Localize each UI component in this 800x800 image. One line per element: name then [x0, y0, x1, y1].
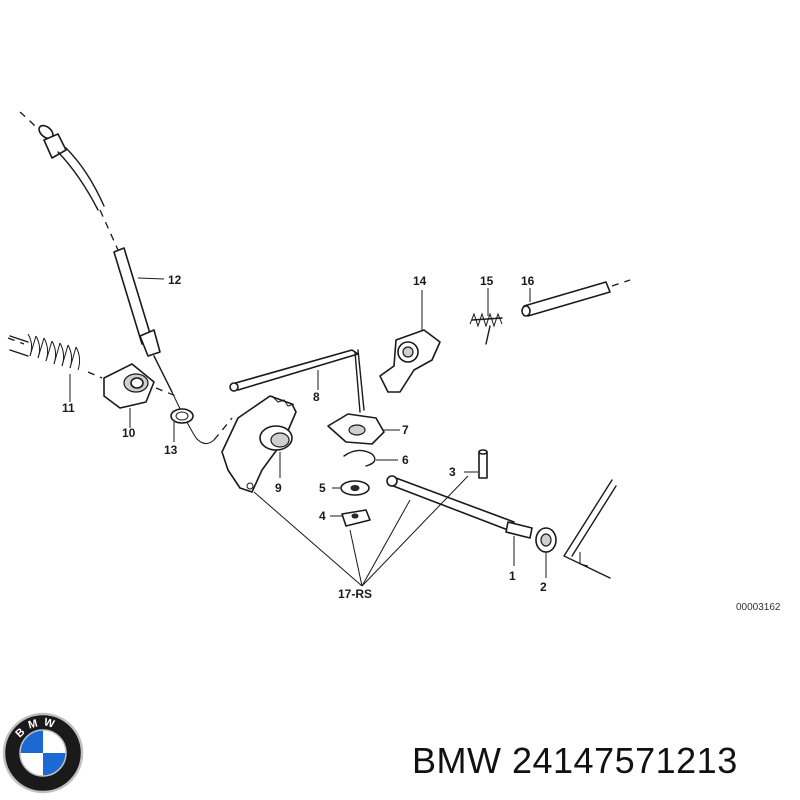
spring-15	[469, 312, 503, 345]
pin-3	[478, 449, 488, 479]
bmw-logo: BMW	[2, 712, 84, 794]
callout-12: 12	[168, 273, 182, 287]
callout-6: 6	[402, 453, 409, 467]
callout-14: 14	[413, 274, 427, 288]
bracket-7	[327, 413, 385, 445]
washer-5	[340, 480, 370, 496]
callout-3: 3	[449, 465, 456, 479]
callout-17-rs: 17-RS	[338, 587, 372, 601]
callout-9: 9	[275, 481, 282, 495]
callout-4: 4	[319, 509, 326, 523]
cable-assembly	[19, 111, 233, 444]
lever-14	[379, 329, 441, 393]
callout-15: 15	[480, 274, 494, 288]
callout-7: 7	[402, 423, 409, 437]
shaft-1	[386, 475, 533, 539]
rod	[229, 349, 365, 413]
callout-11: 11	[62, 401, 75, 415]
pin-16	[521, 279, 631, 317]
part-number-label: BMW 24147571213	[412, 740, 738, 781]
callout-10: 10	[122, 426, 136, 440]
callout-2: 2	[540, 580, 547, 594]
callout-5: 5	[319, 481, 326, 495]
diagram-id: 00003162	[736, 602, 781, 613]
bushing-2	[535, 527, 557, 553]
clip-6	[343, 449, 376, 467]
callout-8: 8	[313, 390, 320, 404]
lever-plate	[221, 395, 297, 493]
callout-16: 16	[521, 274, 535, 288]
spring	[7, 333, 81, 371]
callout-1: 1	[509, 569, 516, 583]
ring-part	[170, 408, 194, 424]
bearing-part	[87, 363, 177, 409]
nut-4	[341, 509, 371, 527]
callout-labels: 1 2 3 4 5 6 7 8 9 10 11 12 13 14 15 16 1…	[62, 273, 781, 613]
leader-lines	[69, 277, 547, 587]
housing-plate	[562, 479, 617, 579]
callout-13: 13	[164, 443, 178, 457]
